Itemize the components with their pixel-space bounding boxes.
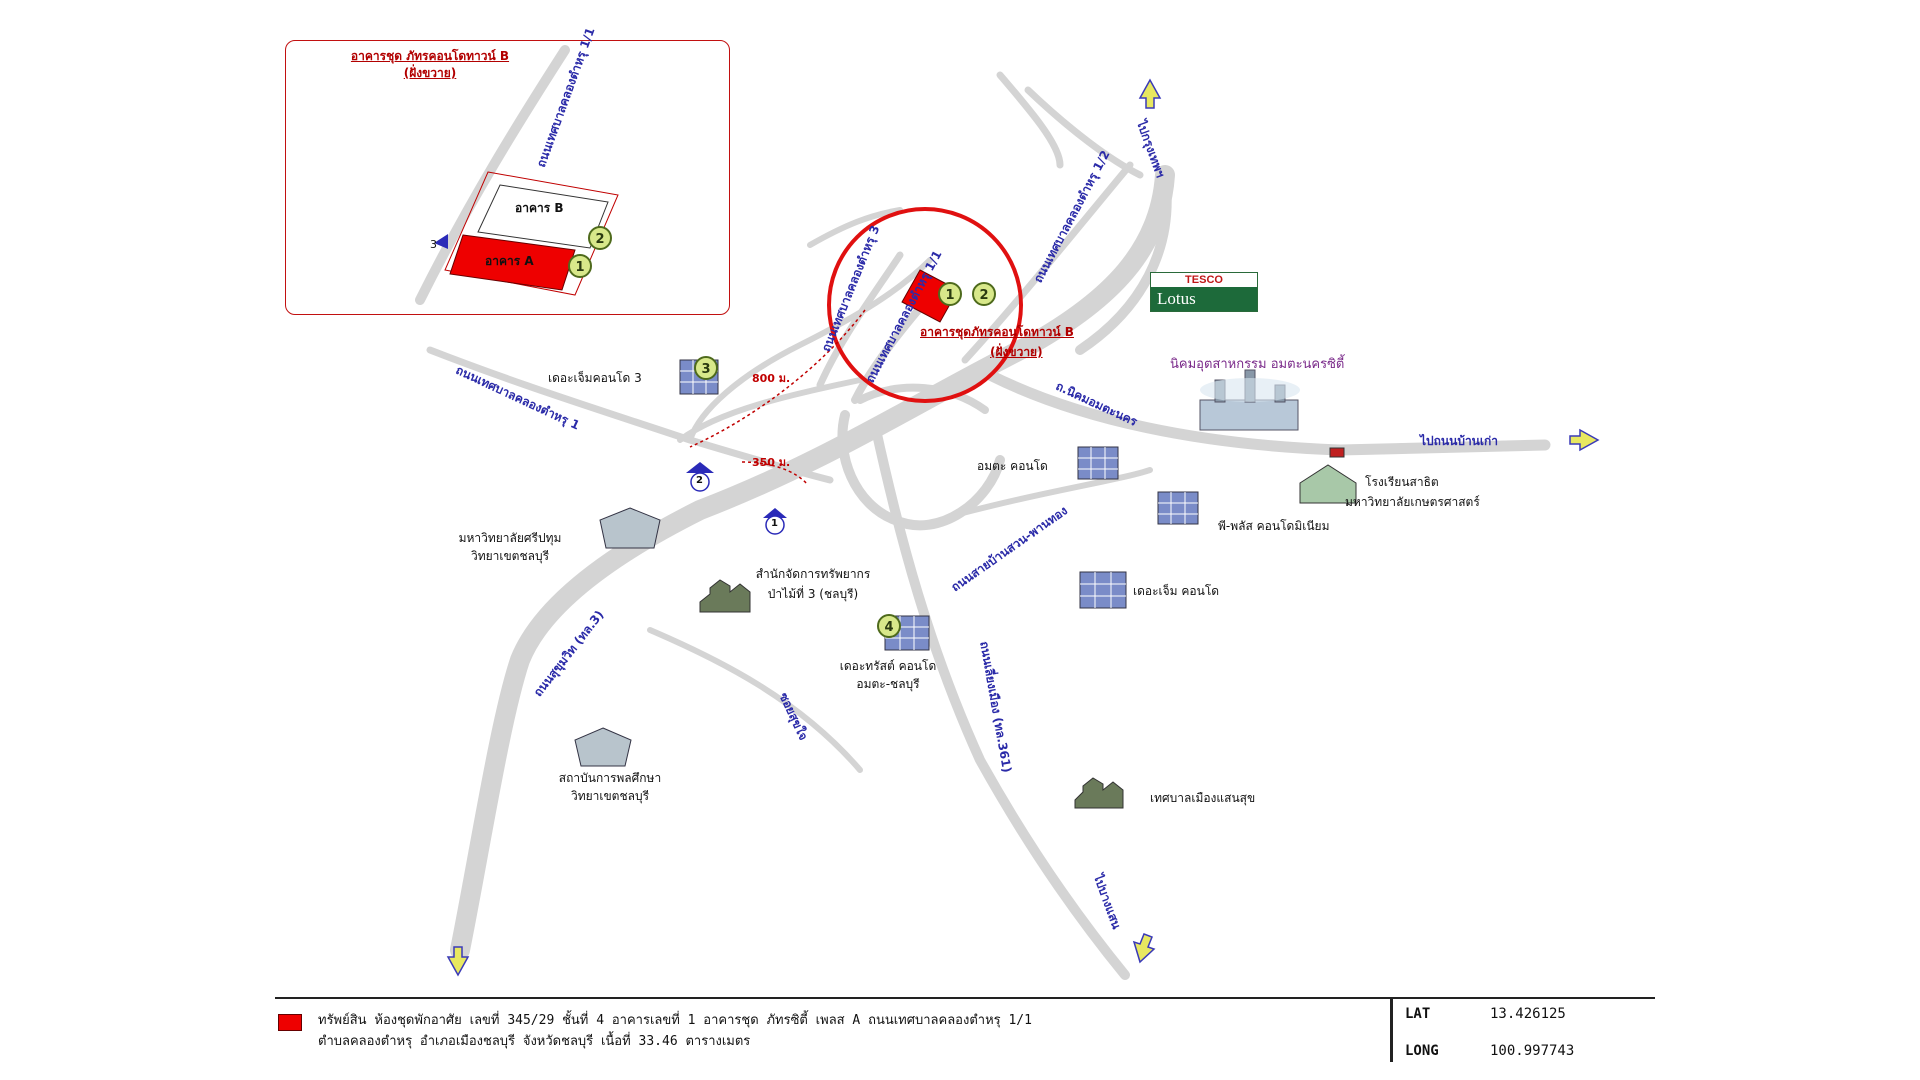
- landmark-badge-3: 3: [694, 356, 718, 380]
- landmark-sripatum-line2: วิทยาเขตชลบุรี: [470, 549, 550, 563]
- lat-value: 13.426125: [1490, 1006, 1566, 1022]
- property-highlight-circle: [827, 207, 1023, 403]
- landmark-the-trust-line1: เดอะทรัสต์ คอนโด: [839, 659, 937, 673]
- arrow-to-bangkok-north-icon: [1138, 78, 1162, 109]
- arrow-to-bangna-icon: [446, 946, 470, 977]
- road-ring-right: [1075, 170, 1172, 355]
- landmark-municipality: เทศบาลเมืองแสนสุข: [1150, 791, 1256, 805]
- inset-drawing: [415, 45, 619, 305]
- marker-2-circle: [690, 472, 710, 492]
- road-thesaban-1-2: [961, 161, 1134, 364]
- legend-description: ทรัพย์สิน ห้องชุดพักอาศัย เลขที่ 345/29 …: [318, 1010, 1032, 1052]
- inset-building-b-label: อาคาร B: [515, 201, 564, 215]
- distance-label-800: 800 ม.: [752, 372, 791, 385]
- inset-subtitle: (ฝั่งขวาย): [403, 66, 457, 80]
- road-connector-nw: [687, 257, 933, 443]
- landmark-edu-line1: สถาบันการพลศึกษา: [558, 771, 662, 785]
- marker-1-circle: [765, 515, 785, 535]
- road-municipal: [952, 467, 1153, 518]
- landmark-sripatum-line1: มหาวิทยาลัยศรีปทุม: [458, 531, 562, 545]
- road-sukhumvit: [450, 165, 1175, 960]
- inset-map-frame: [285, 40, 730, 315]
- road-to-ban-kao: [984, 369, 1551, 456]
- inset-marker-3-icon: [434, 234, 448, 249]
- property-badge-2: 2: [972, 282, 996, 306]
- legend-line-2: ตำบลคลองตำหรุ อำเภอเมืองชลบุรี จังหวัดชล…: [318, 1034, 751, 1049]
- long-value: 100.997743: [1490, 1043, 1575, 1059]
- school-building-icon: [1299, 464, 1357, 504]
- lotus-wordmark: Lotus: [1151, 287, 1257, 311]
- arrow-to-bangsaen-icon: [1132, 933, 1156, 964]
- distance-line-350: [741, 461, 809, 486]
- road-north-a: [996, 71, 1064, 169]
- factory-icon: [1199, 369, 1300, 431]
- legend-column-divider: [1390, 999, 1393, 1062]
- edu-institute-building-icon: [574, 727, 632, 767]
- interchange-loop-b: [856, 383, 989, 414]
- landmark-edu-line2: วิทยาเขตชลบุรี: [570, 789, 650, 803]
- property-badge-1: 1: [938, 282, 962, 306]
- inset-lot-boundary: [444, 171, 619, 296]
- condo-plus-icon: [1157, 491, 1199, 525]
- marker-2-number: 2: [696, 475, 703, 486]
- road-label-to-ban-kao: ไปถนนบ้านเก่า: [1420, 434, 1498, 448]
- municipality-icon: [1074, 777, 1124, 809]
- landmark-school-line2: มหาวิทยาลัยเกษตรศาสตร์: [1345, 495, 1480, 509]
- property-sublabel: (ฝั่งขวาย): [990, 345, 1043, 359]
- arrow-to-ban-kao-icon: [1569, 428, 1600, 452]
- distance-line-800: [689, 309, 866, 448]
- condo-amata-icon: [1077, 446, 1119, 480]
- long-label: LONG: [1405, 1043, 1439, 1059]
- legend-line-1: ทรัพย์สิน ห้องชุดพักอาศัย เลขที่ 345/29 …: [318, 1013, 1032, 1028]
- inset-building-a-label: อาคาร A: [485, 254, 534, 268]
- forest-office-icon: [699, 579, 751, 613]
- landmark-amata-condo: อมตะ คอนโด: [977, 459, 1048, 473]
- tesco-wordmark: TESCO: [1151, 273, 1257, 287]
- inset-badge-1: 1: [568, 254, 592, 278]
- interchange-loop-a: [837, 410, 1005, 531]
- marker-1-number: 1: [771, 518, 778, 529]
- inset-road: [415, 45, 570, 305]
- landmark-school-line1: โรงเรียนสาธิต: [1365, 475, 1439, 489]
- landmark-badge-4: 4: [877, 614, 901, 638]
- inset-building-a: [449, 234, 576, 291]
- inset-badge-2: 2: [588, 226, 612, 250]
- road-thesaban-1: [426, 346, 834, 484]
- distance-label-350: 350 ม.: [752, 456, 791, 469]
- landmark-forest-line2: ป่าไม้ที่ 3 (ชลบุรี): [767, 587, 859, 601]
- marker-2-icon: [686, 462, 714, 473]
- school-flag-icon: [1329, 447, 1345, 458]
- road-connector-w: [677, 377, 863, 443]
- landmark-the-gem3: เดอะเจ็มคอนโด 3: [548, 371, 642, 385]
- road-soi-sukjai: [647, 627, 863, 773]
- property-label: อาคารชุดภัทรคอนโดทาวน์ B: [920, 325, 1074, 339]
- inset-title: อาคารชุด ภัทรคอนโดทาวน์ B: [350, 49, 510, 63]
- industrial-estate-label: นิคมอุตสาหกรรม อมตะนครซิตี้: [1170, 357, 1345, 372]
- inset-marker-3-label: 3: [430, 238, 437, 251]
- legend-property-swatch: [278, 1014, 302, 1031]
- road-north-link: [807, 207, 903, 248]
- landmark-the-gem-condo: เดอะเจ็ม คอนโด: [1133, 584, 1220, 598]
- inset-building-b: [477, 184, 609, 249]
- legend-divider: [275, 997, 1655, 999]
- landmark-forest-line1: สำนักจัดการทรัพยากร: [755, 567, 871, 581]
- condo-the-gem-icon: [1079, 571, 1127, 609]
- lat-label: LAT: [1405, 1006, 1431, 1022]
- marker-1-icon: [763, 508, 787, 518]
- tesco-lotus-logo: TESCO Lotus: [1150, 272, 1258, 312]
- landmark-the-trust-line2: อมตะ-ชลบุรี: [856, 677, 920, 691]
- sripatum-building-icon: [599, 507, 661, 549]
- landmark-plus-condo: พี-พลัส คอนโดมิเนียม: [1218, 519, 1330, 533]
